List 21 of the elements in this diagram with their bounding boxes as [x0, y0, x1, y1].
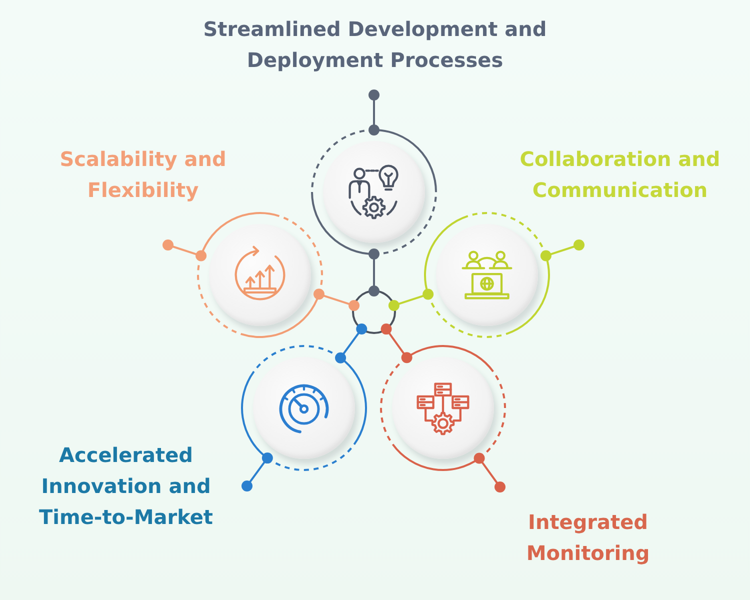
item-heading: Scalability and Flexibility	[58, 146, 228, 204]
hub-ring	[352, 290, 396, 334]
item-heading: Integrated Monitoring	[525, 509, 651, 567]
connector-line	[162, 240, 207, 262]
item-heading: Collaboration and Communication	[518, 146, 722, 204]
connector-line	[335, 323, 368, 364]
icon-circle	[197, 212, 323, 338]
connector-line	[380, 324, 412, 364]
connector-line	[540, 240, 584, 262]
icon-circle	[311, 129, 437, 255]
icon-circle	[380, 345, 506, 471]
connector-line	[388, 288, 434, 311]
item-heading: Accelerated Innovation and Time-to-Market	[38, 442, 214, 531]
connector-line	[368, 90, 380, 136]
item-heading: Streamlined Development and Deployment Processes	[202, 16, 548, 74]
connector-line	[313, 288, 360, 312]
connector-line	[368, 248, 380, 296]
connector-line	[474, 452, 506, 492]
connector-line	[242, 452, 273, 492]
icon-circle	[241, 345, 367, 471]
icon-circle	[424, 212, 550, 338]
